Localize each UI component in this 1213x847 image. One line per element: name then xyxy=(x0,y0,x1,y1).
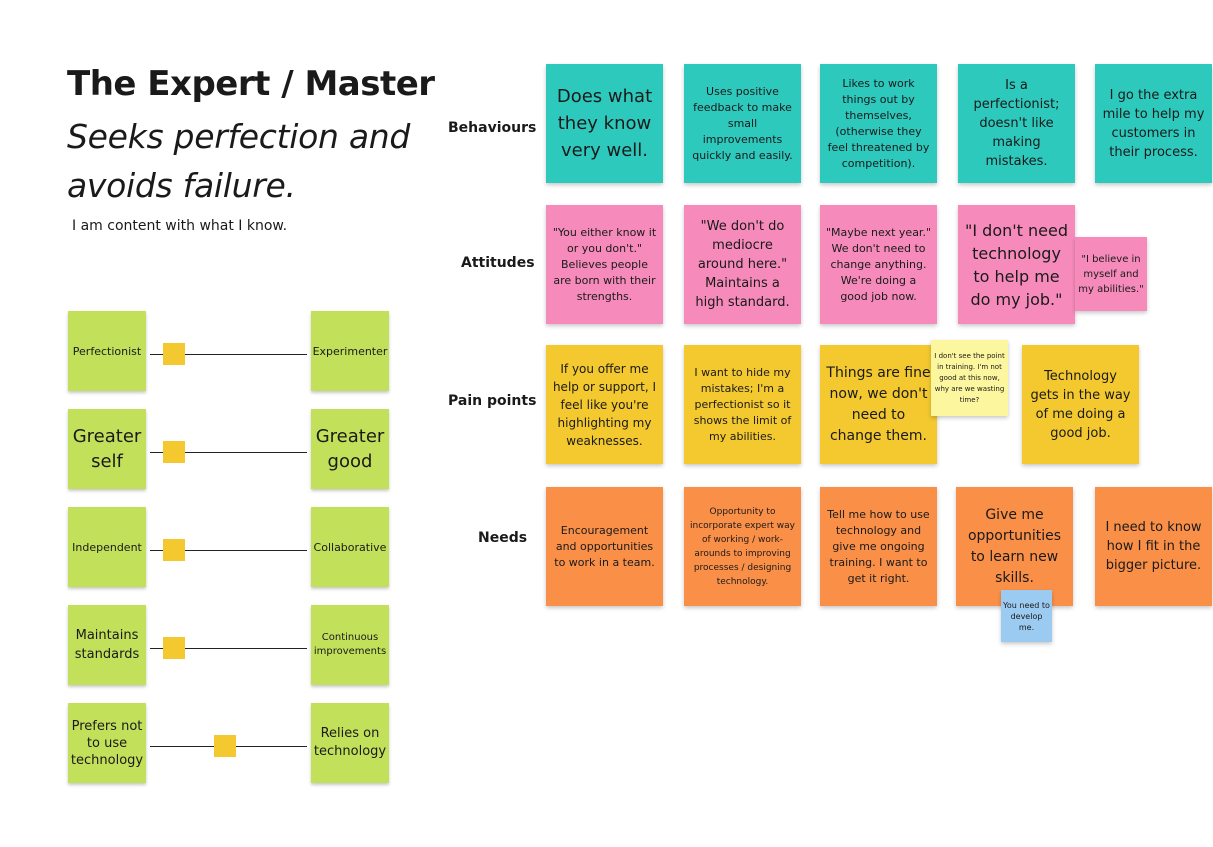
sticky-note-attitude[interactable]: "I don't need technology to help me do m… xyxy=(958,205,1075,324)
spectrum-right-card[interactable]: Collaborative xyxy=(311,507,389,587)
sticky-note-attitude-small[interactable]: "I believe in myself and my abilities." xyxy=(1075,237,1147,311)
persona-title: The Expert / Master xyxy=(67,64,435,104)
sticky-note-attitude[interactable]: "You either know it or you don't." Belie… xyxy=(546,205,663,324)
sticky-note-need[interactable]: I need to know how I fit in the bigger p… xyxy=(1095,487,1212,606)
sticky-note-behaviour[interactable]: Is a perfectionist; doesn't like making … xyxy=(958,64,1075,183)
row-label-attitudes: Attitudes xyxy=(461,255,535,271)
spectrum-marker[interactable] xyxy=(162,343,185,365)
sticky-note-need[interactable]: Encouragement and opportunities to work … xyxy=(546,487,663,606)
spectrum-marker[interactable] xyxy=(162,637,185,659)
sticky-note-need[interactable]: Give me opportunities to learn new skill… xyxy=(956,487,1073,606)
row-label-pain-points: Pain points xyxy=(448,393,537,409)
sticky-note-need[interactable]: Opportunity to incorporate expert way of… xyxy=(684,487,801,606)
sticky-note-pain-point[interactable]: If you offer me help or support, I feel … xyxy=(546,345,663,464)
spectrum-right-card[interactable]: Experimenter xyxy=(311,311,389,391)
spectrum-left-card[interactable]: Greater self xyxy=(68,409,146,489)
persona-tagline: I am content with what I know. xyxy=(72,218,288,234)
spectrum-marker[interactable] xyxy=(162,441,185,463)
spectrum-marker[interactable] xyxy=(162,539,185,561)
persona-subtitle: Seeks perfection and avoids failure. xyxy=(67,117,411,205)
sticky-note-attitude[interactable]: "We don't do mediocre around here." Main… xyxy=(684,205,801,324)
spectrum-track xyxy=(150,550,307,551)
sticky-note-behaviour[interactable]: Uses positive feedback to make small imp… xyxy=(684,64,801,183)
row-label-behaviours: Behaviours xyxy=(448,120,537,136)
sticky-note-pain-point[interactable]: I want to hide my mistakes; I'm a perfec… xyxy=(684,345,801,464)
sticky-note-behaviour[interactable]: Likes to work things out by themselves, … xyxy=(820,64,937,183)
spectrum-left-card[interactable]: Independent xyxy=(68,507,146,587)
sticky-note-pain-point[interactable]: Technology gets in the way of me doing a… xyxy=(1022,345,1139,464)
spectrum-track xyxy=(150,648,307,649)
spectrum-left-card[interactable]: Prefers not to use technology xyxy=(68,703,146,783)
spectrum-left-card[interactable]: Perfectionist xyxy=(68,311,146,391)
spectrum-marker[interactable] xyxy=(214,735,237,757)
sticky-note-pain-point[interactable]: Things are fine now, we don't need to ch… xyxy=(820,345,937,464)
sticky-note-pain-point-small[interactable]: I don't see the point in training. I'm n… xyxy=(931,340,1008,416)
sticky-note-need[interactable]: Tell me how to use technology and give m… xyxy=(820,487,937,606)
spectrum-right-card[interactable]: Relies on technology xyxy=(311,703,389,783)
sticky-note-need-small[interactable]: You need to develop me. xyxy=(1001,590,1052,642)
spectrum-left-card[interactable]: Maintains standards xyxy=(68,605,146,685)
sticky-note-behaviour[interactable]: Does what they know very well. xyxy=(546,64,663,183)
sticky-note-behaviour[interactable]: I go the extra mile to help my customers… xyxy=(1095,64,1212,183)
spectrum-right-card[interactable]: Greater good xyxy=(311,409,389,489)
sticky-note-attitude[interactable]: "Maybe next year." We don't need to chan… xyxy=(820,205,937,324)
spectrum-right-card[interactable]: Continuous improvements xyxy=(311,605,389,685)
spectrum-track xyxy=(150,452,307,453)
spectrum-track xyxy=(150,354,307,355)
row-label-needs: Needs xyxy=(478,530,528,546)
